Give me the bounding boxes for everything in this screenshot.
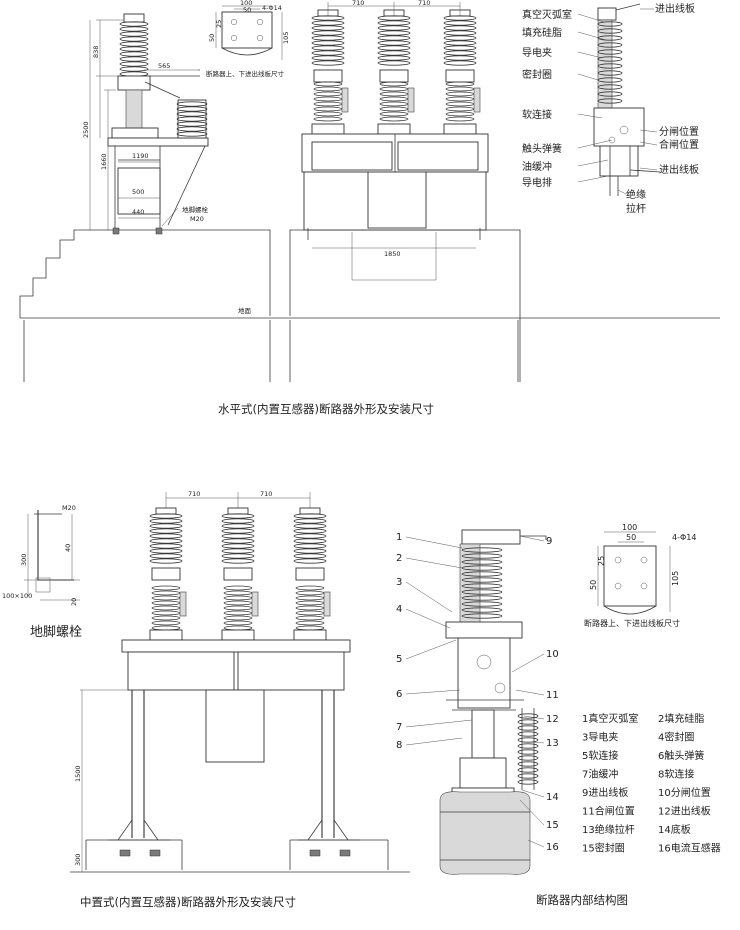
plate-bottom-w50: 50 — [626, 533, 636, 542]
label-terminal-top: 进出线板 — [655, 2, 695, 15]
bolt-label: 地脚螺栓 — [182, 205, 209, 214]
dim-500: 500 — [132, 188, 144, 196]
legend-item: 5软连接 — [582, 749, 618, 762]
part-number-13: 13 — [546, 738, 559, 749]
legend-item: 1真空灭弧室 — [582, 712, 638, 725]
legend-item: 9进出线板 — [582, 786, 628, 799]
anchor-300: 300 — [20, 554, 28, 566]
part-number-16: 16 — [546, 842, 559, 853]
dim-565: 565 — [158, 62, 170, 70]
plate-top-w100: 100 — [240, 0, 252, 7]
dim-front-710a: 710 — [352, 0, 364, 7]
plate-bottom-w100: 100 — [622, 523, 637, 532]
label-close-pos: 合闸位置 — [659, 138, 699, 151]
dim-440: 440 — [132, 208, 144, 216]
anchor-base: 100×100 — [2, 592, 32, 600]
part-number-14: 14 — [546, 792, 559, 803]
legend-item: 11合闸位置 — [582, 805, 635, 818]
ground-label: 地面 — [238, 306, 252, 315]
plate-top-w50: 50 — [243, 6, 251, 14]
plate-bottom-h105: 105 — [671, 571, 680, 586]
legend-item: 13绝缘拉杆 — [582, 823, 635, 836]
part-number-6: 6 — [396, 689, 402, 700]
dim-1190: 1190 — [132, 152, 149, 160]
dim-mid-710b: 710 — [260, 490, 272, 498]
part-number-12: 12 — [546, 714, 559, 725]
legend-item: 3导电夹 — [582, 731, 618, 744]
legend-item: 10分闸位置 — [658, 786, 711, 799]
part-number-15: 15 — [546, 820, 559, 831]
part-number-8: 8 — [396, 740, 402, 751]
legend-item: 15密封圈 — [582, 842, 625, 855]
label-insulation-1: 绝缘 — [626, 188, 646, 201]
plate-bottom-h50: 50 — [589, 580, 598, 590]
part-number-5: 5 — [396, 654, 402, 665]
plate-bottom-h25: 25 — [597, 556, 606, 566]
tr-label-3: 密封圈 — [522, 68, 552, 81]
bolt-size: M20 — [190, 215, 204, 223]
anchor-caption: 地脚螺栓 — [30, 624, 82, 640]
terminal-plate-bottom: 100 50 50 25 105 4-Φ14 断路器上、下进出线板尺寸 — [584, 523, 696, 628]
legend-item: 4密封圈 — [658, 731, 694, 744]
caption-middle: 中置式(内置互感器)断路器外形及安装尺寸 — [80, 895, 296, 909]
part-number-1: 1 — [396, 532, 402, 543]
middle-front-view: 710 710 1500 300 — [70, 490, 410, 873]
horizontal-side-view: 地面 838 2500 1660 565 1190 500 440 地脚螺 — [19, 13, 720, 382]
label-open-pos: 分闸位置 — [659, 125, 699, 138]
legend-item: 12进出线板 — [658, 805, 711, 818]
dim-2500: 2500 — [82, 121, 90, 138]
plate-top-h105: 105 — [282, 32, 290, 44]
part-number-4: 4 — [396, 604, 402, 615]
dim-mid-1500: 1500 — [74, 765, 82, 782]
parts-legend: 1真空灭弧室 2填充硅脂 3导电夹 4密封圈 5软连接 6触头弹簧 7油缓冲 8软连接 9进出线… — [582, 712, 721, 855]
plate-bottom-caption: 断路器上、下进出线板尺寸 — [584, 618, 680, 628]
plate-top-caption: 断路器上、下进出线板尺寸 — [206, 69, 285, 78]
dim-front-710b: 710 — [418, 0, 430, 7]
dim-mid-300: 300 — [74, 854, 82, 866]
anchor-m20: M20 — [62, 504, 76, 512]
label-insulation-2: 拉杆 — [626, 202, 646, 215]
part-number-2: 2 — [396, 553, 402, 564]
legend-item: 6触头弹簧 — [658, 749, 704, 762]
caption-internal: 断路器内部结构图 — [536, 893, 628, 907]
part-number-11: 11 — [546, 690, 559, 701]
tr-label-5: 触头弹簧 — [522, 142, 562, 155]
part-number-10: 10 — [546, 649, 559, 660]
part-number-3: 3 — [396, 577, 402, 588]
legend-item: 16电流互感器 — [658, 842, 721, 855]
plate-top-h50: 50 — [208, 34, 216, 42]
legend-item: 14底板 — [658, 823, 691, 836]
horizontal-front-view: 710 710 1850 — [301, 0, 489, 281]
anchor-bolt-drawing: M20 300 40 20 100×100 地脚螺栓 — [2, 504, 82, 640]
caption-horizontal: 水平式(内置互感器)断路器外形及安装尺寸 — [218, 402, 434, 416]
anchor-40: 40 — [64, 544, 72, 552]
tr-label-0: 真空灭弧室 — [522, 8, 572, 21]
label-terminal-bottom: 进出线板 — [659, 163, 699, 176]
tr-label-7: 导电排 — [522, 176, 552, 189]
legend-item: 2填充硅脂 — [658, 712, 704, 725]
terminal-plate-top: 100 50 50 25 105 4-Φ14 断路器上、下进出线板尺寸 — [206, 0, 290, 78]
tr-label-1: 填充硅脂 — [522, 26, 562, 39]
part-number-7: 7 — [396, 722, 402, 733]
plate-top-h25: 25 — [215, 20, 223, 28]
tr-label-6: 油缓冲 — [522, 160, 552, 173]
dim-838: 838 — [92, 46, 100, 58]
anchor-20: 20 — [70, 598, 78, 606]
tr-label-4: 软连接 — [522, 108, 552, 121]
plate-top-holes: 4-Φ14 — [262, 4, 282, 12]
legend-item: 8软连接 — [658, 768, 694, 781]
legend-item: 7油缓冲 — [582, 768, 618, 781]
tr-label-2: 导电夹 — [522, 46, 552, 59]
dim-1660: 1660 — [100, 153, 108, 170]
part-number-9: 9 — [546, 536, 552, 547]
dim-mid-710a: 710 — [188, 490, 200, 498]
plate-bottom-holes: 4-Φ14 — [672, 533, 696, 542]
dim-front-1850: 1850 — [384, 250, 401, 258]
